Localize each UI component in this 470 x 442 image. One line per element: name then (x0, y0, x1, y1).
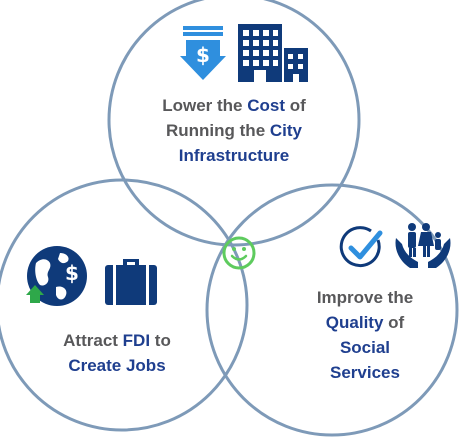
top-line-1-b: Cost (247, 96, 285, 115)
left-line-1-c: to (150, 331, 171, 350)
left-line-2-b: Create Jobs (68, 356, 166, 375)
top-line-2-b: City (269, 121, 302, 140)
briefcase-icon (105, 259, 157, 305)
circle-right (205, 183, 459, 437)
right-line-1: Improve the (290, 287, 440, 308)
top-line-1-c: of (285, 96, 306, 115)
right-line-3: Social (290, 337, 440, 358)
top-line-3: Infrastructure (134, 145, 334, 166)
svg-text:$: $ (196, 43, 210, 67)
right-line-2: Quality of (290, 312, 440, 333)
right-line-3-b: Social (339, 338, 391, 357)
top-line-1-a: Lower the (162, 96, 248, 115)
left-line-1-b: FDI (122, 331, 151, 350)
top-line-2-a: Running the (166, 121, 270, 140)
left-line-1-a: Attract (63, 331, 123, 350)
right-line-4: Services (290, 362, 440, 383)
globe-dollar-icon: $ (26, 246, 87, 306)
left-line-2: Create Jobs (32, 355, 202, 376)
circle-left (0, 178, 249, 432)
top-line-3-b: Infrastructure (178, 146, 290, 165)
dollar-down-arrow-icon: $ (180, 26, 226, 80)
right-line-4-b: Services (330, 363, 400, 382)
family-hands-icon (395, 223, 451, 268)
city-buildings-icon (238, 24, 308, 82)
checkmark-circle-icon (339, 226, 383, 268)
svg-text:$: $ (65, 261, 79, 285)
right-line-1-a: Improve the (316, 288, 414, 307)
circle-top (107, 0, 361, 247)
right-line-2-b: Quality (325, 313, 384, 332)
smiley-icon (222, 236, 256, 270)
right-line-2-c: of (383, 313, 405, 332)
top-line-1: Lower the Cost of (134, 95, 334, 116)
top-line-2: Running the City (134, 120, 334, 141)
left-line-1: Attract FDI to (32, 330, 202, 351)
